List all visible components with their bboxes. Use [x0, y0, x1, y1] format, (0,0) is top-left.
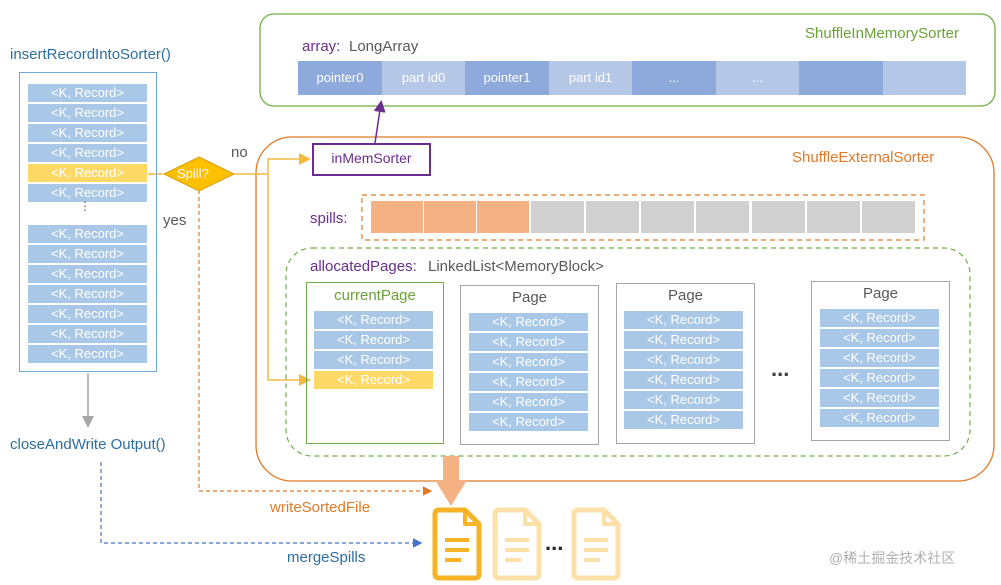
spill-cell-empty	[752, 201, 805, 233]
record-cell: <K, Record>	[28, 325, 147, 343]
page-title: Page	[511, 289, 548, 306]
array-cell	[883, 61, 966, 95]
record-cell: <K, Record>	[820, 389, 939, 407]
record-cell: <K, Record>	[28, 225, 147, 243]
spill-cell-empty	[807, 201, 860, 233]
merge-spills-label: mergeSpills	[287, 549, 366, 566]
pages-ellipsis: ...	[771, 356, 790, 381]
record-cell: <K, Record>	[28, 84, 147, 102]
record-cell: <K, Record>	[820, 369, 939, 387]
record-cell: <K, Record>	[624, 391, 743, 409]
spills-container	[361, 194, 925, 241]
spill-decision-diamond	[162, 156, 236, 192]
record-cell: <K, Record>	[624, 331, 743, 349]
record-cell: <K, Record>	[469, 373, 588, 391]
spill-cell-filled	[424, 201, 476, 233]
array-cell: part id1	[549, 61, 632, 95]
record-cell: <K, Record>	[28, 124, 147, 142]
record-cell: <K, Record>	[624, 411, 743, 429]
record-cell-highlighted: <K, Record>	[28, 164, 147, 182]
files-ellipsis: ...	[545, 530, 564, 555]
watermark: @稀土掘金技术社区	[829, 550, 956, 566]
yes-label: yes	[163, 212, 187, 229]
current-page-title: currentPage	[334, 287, 416, 304]
record-cell: <K, Record>	[28, 184, 147, 202]
big-down-arrow	[435, 456, 467, 506]
no-label: no	[231, 144, 248, 161]
arrow-no-branch	[234, 153, 311, 175]
record-cell: <K, Record>	[314, 311, 433, 329]
in-mem-sorter-box	[312, 143, 431, 176]
arrow-to-current-page	[267, 174, 311, 386]
record-cell: <K, Record>	[28, 245, 147, 263]
record-cell: <K, Record>	[314, 351, 433, 369]
close-output-label: closeAndWrite Output()	[10, 436, 166, 453]
arrow-yes-branch	[198, 190, 433, 496]
record-cell: <K, Record>	[28, 305, 147, 323]
record-cell: <K, Record>	[820, 309, 939, 327]
allocated-pages-key: allocatedPages:	[310, 258, 417, 275]
allocated-pages-type: LinkedList<MemoryBlock>	[428, 258, 604, 275]
record-cell-highlighted: <K, Record>	[314, 371, 433, 389]
array-cell	[799, 61, 883, 95]
record-cell: <K, Record>	[820, 349, 939, 367]
insert-record-label: insertRecordIntoSorter()	[10, 46, 171, 63]
record-cell: <K, Record>	[469, 333, 588, 351]
vertical-ellipsis: ⋮	[79, 199, 91, 213]
record-cell: <K, Record>	[624, 351, 743, 369]
record-cell: <K, Record>	[469, 413, 588, 431]
in-memory-sorter-container	[259, 13, 996, 107]
record-cell: <K, Record>	[28, 285, 147, 303]
page-title: Page	[862, 285, 899, 302]
record-cell: <K, Record>	[28, 345, 147, 363]
current-page: currentPage	[306, 282, 444, 444]
record-cell: <K, Record>	[28, 265, 147, 283]
array-cell: ...	[632, 61, 716, 95]
file-icon	[432, 507, 482, 581]
write-sorted-file-label: writeSortedFile	[270, 499, 371, 516]
array-cell: part id0	[382, 61, 465, 95]
record-buffer	[19, 72, 157, 372]
record-cell: <K, Record>	[469, 393, 588, 411]
spill-cell-empty	[862, 201, 915, 233]
external-sorter-container	[255, 136, 995, 482]
record-cell: <K, Record>	[624, 311, 743, 329]
spill-cell-empty	[696, 201, 749, 233]
spill-cell-empty	[641, 201, 694, 233]
arrow-to-array	[373, 100, 386, 144]
record-cell: <K, Record>	[820, 409, 939, 427]
array-cell: pointer0	[298, 61, 382, 95]
spills-label: spills:	[310, 210, 348, 227]
record-cell: <K, Record>	[28, 144, 147, 162]
record-cell: <K, Record>	[820, 329, 939, 347]
spill-cell-empty	[531, 201, 584, 233]
file-icon	[492, 507, 542, 581]
page-3: Page	[811, 281, 950, 441]
record-cell: <K, Record>	[469, 353, 588, 371]
in-memory-sorter-title: ShuffleInMemorySorter	[805, 25, 959, 42]
file-icon	[571, 507, 621, 581]
record-cell: <K, Record>	[624, 371, 743, 389]
record-cell: <K, Record>	[469, 313, 588, 331]
in-mem-sorter-label: inMemSorter	[331, 150, 412, 166]
spill-cell-filled	[477, 201, 529, 233]
array-type: LongArray	[349, 38, 419, 55]
external-sorter-title: ShuffleExternalSorter	[792, 149, 935, 166]
record-cell: <K, Record>	[314, 331, 433, 349]
spill-cell-empty	[586, 201, 639, 233]
array-key: array:	[302, 38, 341, 55]
page-2: Page	[616, 283, 755, 444]
spill-question: Spill?	[177, 166, 209, 181]
page-1: Page	[460, 285, 599, 445]
array-cell: pointer1	[465, 61, 549, 95]
spill-cell-filled	[371, 201, 423, 233]
page-title: Page	[667, 287, 704, 304]
allocated-pages-container	[285, 247, 971, 457]
array-cell: ...	[716, 61, 799, 95]
arrow-merge-spills	[100, 462, 423, 548]
record-cell: <K, Record>	[28, 104, 147, 122]
